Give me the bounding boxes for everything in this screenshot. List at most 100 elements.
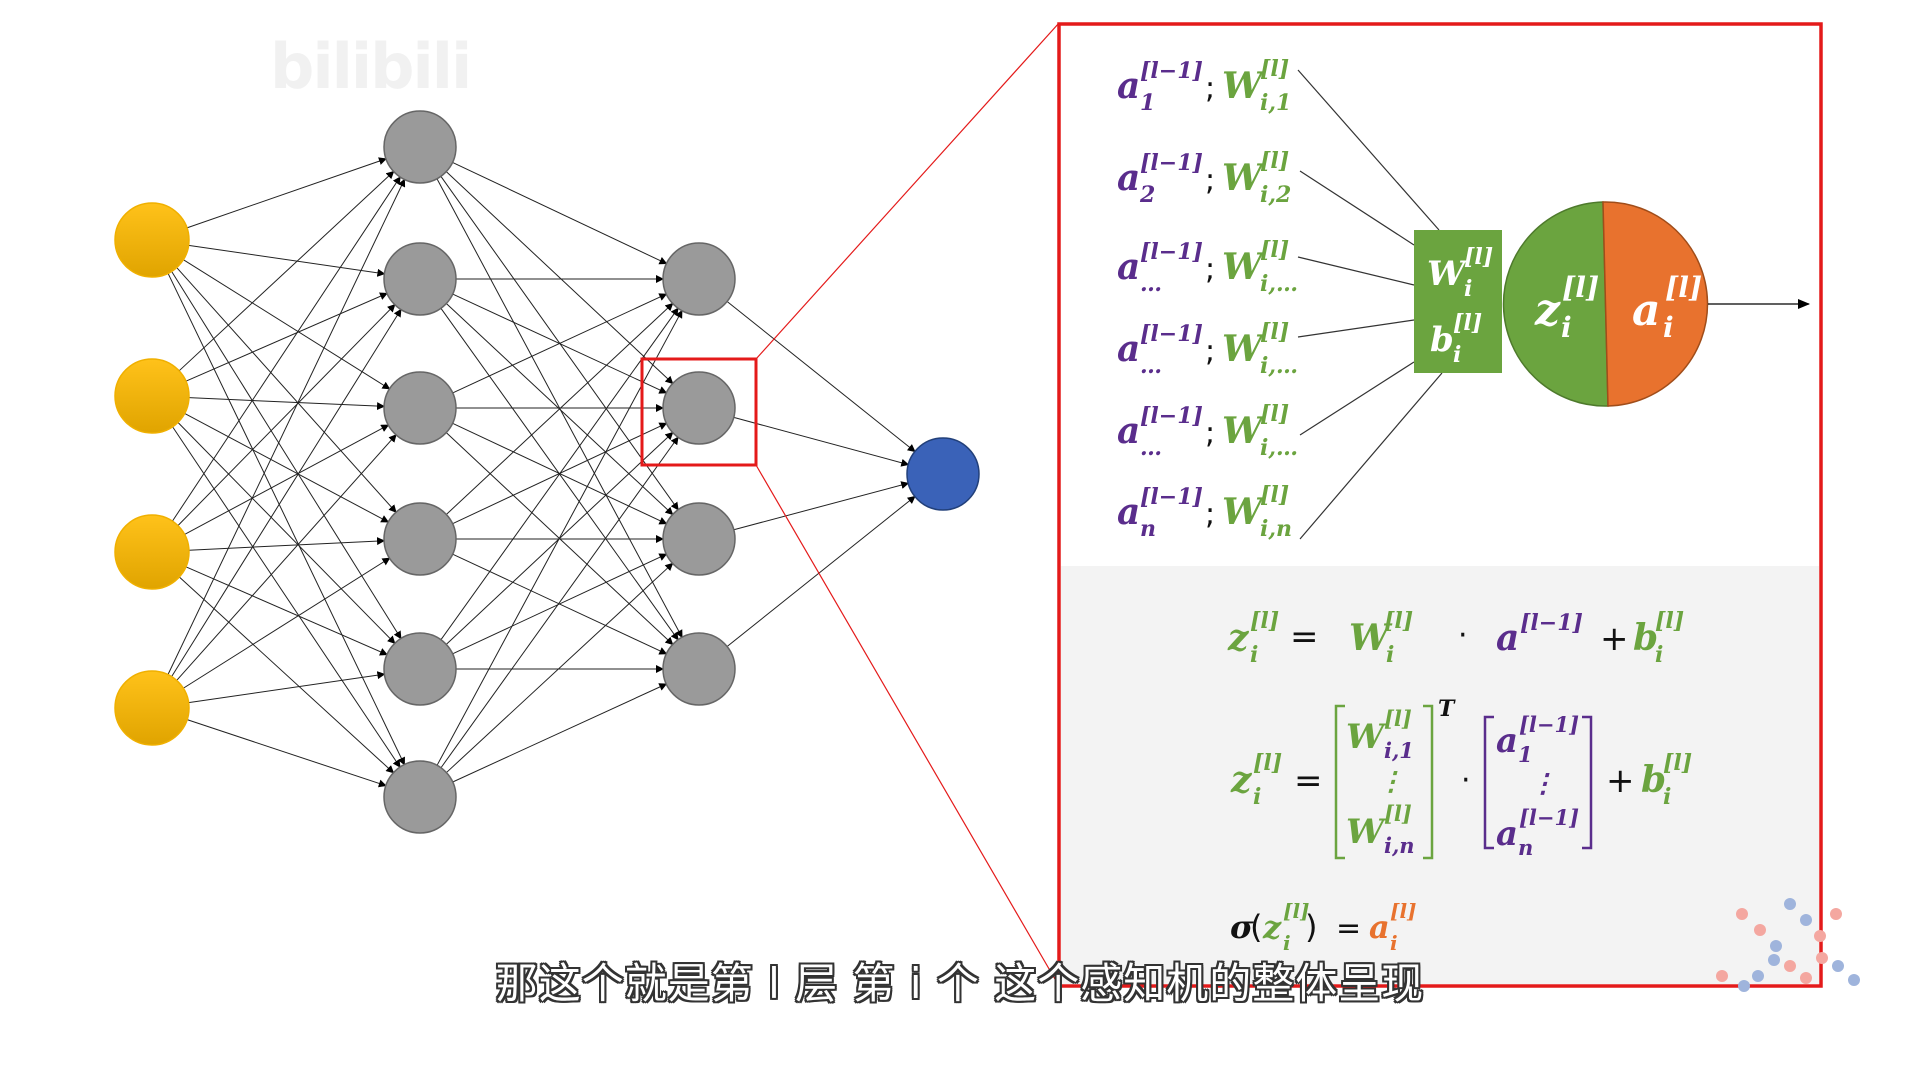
input-connection-line [1297,256,1415,286]
hidden2-node [662,502,736,576]
f1-w-sub: i [1386,642,1394,668]
f1-b-sup: [l] [1655,608,1684,634]
input-w: W [1222,328,1266,370]
network-edge [445,171,674,385]
hidden2-node [662,371,736,445]
input-a: a [1117,491,1140,533]
detail-panel-bottom [1061,566,1819,984]
f1-z-sub: i [1250,642,1258,668]
neuron-b-sup: [l] [1453,310,1482,336]
f2-a-vdots: ⋮ [1530,769,1556,799]
neuron-w-sup: [l] [1464,244,1493,270]
network-edge [446,562,674,773]
logo-dot [1768,954,1780,966]
bilibili-watermark: bilibili [270,30,472,103]
f3-sigma: σ [1230,908,1254,946]
network-edge [188,244,386,277]
a-vector-bracket-left [1483,715,1494,850]
network-edge [185,292,388,382]
network-edge [184,424,390,535]
network-edge [733,481,910,531]
network-edge [178,576,395,774]
input-w-sup: [l] [1260,401,1289,427]
input-connection-line [1299,361,1415,436]
input-w-sub: i,… [1260,353,1298,379]
input-connection-line [1299,170,1415,246]
f2-w1: W [1346,717,1387,757]
logo-dot [1736,908,1748,920]
input-w: W [1222,65,1266,107]
formula-activation: σ ( z [l] i ) = a [l] i [1230,899,1417,955]
input-a-sub: 2 [1139,182,1155,208]
logo-dot [1814,930,1826,942]
neuron-z-sup: [l] [1562,271,1599,304]
input-a: a [1117,157,1140,199]
logo-dot [1754,924,1766,936]
network-edge [176,267,397,513]
logo-dot [1832,960,1844,972]
logo-dot [1848,974,1860,986]
hidden1-node [383,371,457,445]
f2-b-sub: i [1663,784,1671,810]
f1-plus: + [1600,619,1629,659]
input-node [114,670,190,746]
hidden1-node [383,502,457,576]
network-edge [726,495,916,647]
input-a-sup: [l−1] [1140,321,1203,347]
input-w-sup: [l] [1260,482,1289,508]
input-a-sup: [l−1] [1140,58,1203,84]
input-a-sup: [l−1] [1140,239,1203,265]
f2-b: b [1641,759,1666,801]
input-a-sup: [l−1] [1140,484,1203,510]
network-edge [188,397,386,411]
input-a-sub: … [1140,353,1162,379]
logo-dot [1770,940,1782,952]
f1-dot: · [1458,618,1468,653]
f3-a-sup: [l] [1390,899,1417,923]
input-connection-line [1297,319,1415,338]
network-edge [185,566,388,656]
f3-rparen: ) [1305,908,1317,946]
input-w: W [1222,491,1266,533]
logo-dot [1800,914,1812,926]
input-w-sup: [l] [1260,56,1289,82]
highlight-box [640,357,758,467]
network-edge [733,416,910,467]
zoom-connector-bottom [755,464,1060,987]
hidden1-node [383,632,457,706]
network-edge [184,412,390,523]
network-edge [167,178,406,675]
input-connection-line [1297,69,1440,231]
input-w: W [1222,157,1266,199]
f2-a1-sup: [l−1] [1519,712,1579,737]
f3-z-sup: [l] [1283,899,1310,923]
logo-dot [1800,972,1812,984]
transpose-t: T [1438,696,1456,722]
f2-wn: W [1346,812,1387,852]
input-w-sub: i,1 [1260,90,1291,116]
f2-b-sup: [l] [1663,750,1692,776]
f2-z-sup: [l] [1253,750,1282,776]
input-node [114,514,190,590]
input-connection-line [1299,372,1443,540]
network-edge [178,170,395,372]
logo-dot [1752,970,1764,982]
hidden2-node [662,632,736,706]
input-node [114,202,190,278]
network-edge [172,426,401,768]
hidden1-node [383,110,457,184]
input-w-sup: [l] [1260,319,1289,345]
network-edge [177,303,396,526]
f1-b-sub: i [1655,642,1663,668]
input-a: a [1117,410,1140,452]
f1-z: z [1227,617,1250,659]
network-edge [183,557,391,689]
input-a: a [1117,65,1140,107]
f2-an-sub: n [1518,835,1533,860]
network-edge [186,719,387,788]
input-w: W [1222,410,1266,452]
network-nodes [114,110,980,834]
f3-lparen: ( [1250,908,1262,946]
f2-w1-sup: [l] [1384,706,1412,731]
